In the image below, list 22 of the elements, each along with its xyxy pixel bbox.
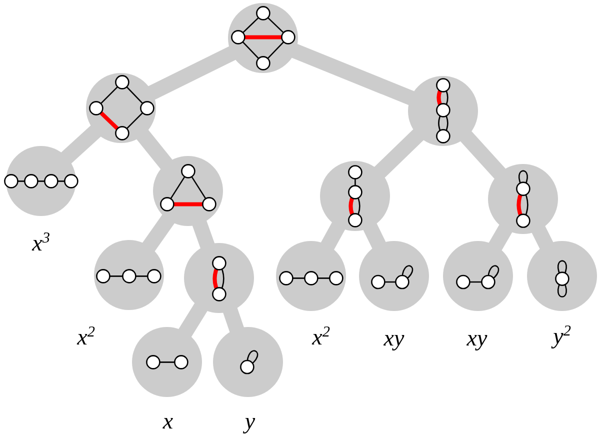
connector-line <box>148 46 236 100</box>
connector-line <box>223 308 244 332</box>
term-label: x$^{2}$ <box>77 326 95 348</box>
connector-line <box>178 302 208 338</box>
connector-line <box>374 129 424 178</box>
term-label: x$^{3}$ <box>32 232 50 254</box>
connector-line <box>363 223 386 249</box>
connector-line <box>142 214 175 252</box>
term-label: x$^{2}$ <box>312 326 330 348</box>
connector-line <box>192 220 215 248</box>
connector-line <box>292 44 414 106</box>
term-label: y$^{2}$ <box>553 324 571 348</box>
term-label: x <box>162 410 174 432</box>
connector-line <box>61 125 101 164</box>
connector-line <box>460 131 506 179</box>
connector-line <box>320 222 346 250</box>
term-label: y <box>244 410 256 432</box>
term-label: xy <box>384 326 404 350</box>
connector-line <box>532 226 554 250</box>
term-label: xy <box>466 326 488 350</box>
connector-line <box>488 224 512 250</box>
connector-line <box>136 130 172 170</box>
